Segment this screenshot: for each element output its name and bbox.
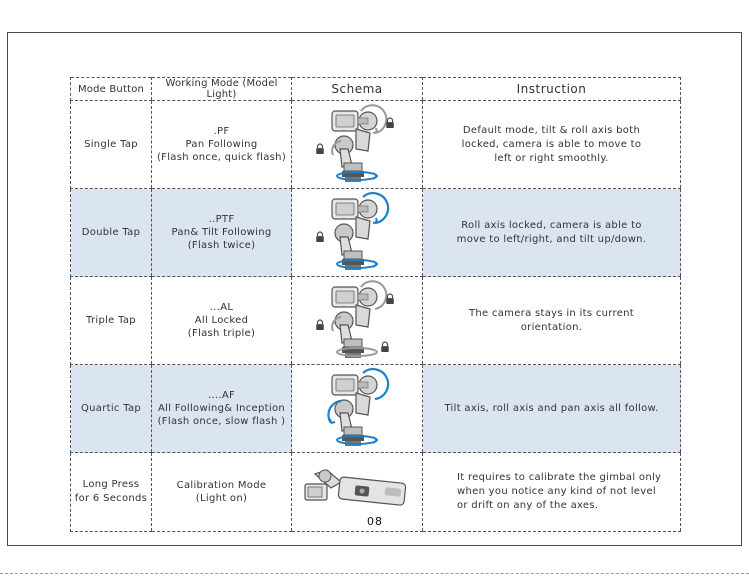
instruction-line: Roll axis locked, camera is able to <box>461 219 642 231</box>
instruction-line: move to left/right, and tilt up/down. <box>456 233 647 245</box>
mode-name: All Locked <box>194 315 249 326</box>
mode-button-cell: Quartic Tap <box>70 364 152 453</box>
mode-light: (Light on) <box>195 493 248 504</box>
working-mode-cell: .PF Pan Following (Flash once, quick fla… <box>151 100 292 189</box>
schema-cell <box>291 100 423 189</box>
mode-code: ..PTF <box>208 214 235 225</box>
gimbal-icon <box>315 103 395 183</box>
working-mode-cell: Calibration Mode (Light on) <box>151 452 292 532</box>
table-row-quartic-tap: Quartic Tap ....AF All Following& Incept… <box>70 364 681 453</box>
header-mode-button: Mode Button <box>70 77 152 101</box>
instruction-line: locked, camera is able to move to <box>461 138 642 150</box>
working-mode-cell: ..PTF Pan& Tilt Following (Flash twice) <box>151 188 292 277</box>
mode-light: (Flash once, slow flash ) <box>157 416 286 427</box>
mode-button-cell: Single Tap <box>70 100 152 189</box>
mode-name: Pan& Tilt Following <box>171 227 272 238</box>
schema-cell <box>291 188 423 277</box>
working-mode-cell: ...AL All Locked (Flash triple) <box>151 276 292 365</box>
header-working-mode: Working Mode (Model Light) <box>151 77 292 101</box>
header-instruction: Instruction <box>422 77 681 101</box>
button-line: for 6 Seconds <box>74 493 148 504</box>
page-number: 08 <box>367 515 383 528</box>
gimbal-icon <box>315 279 395 359</box>
instruction-cell: Roll axis locked, camera is able to move… <box>422 188 681 277</box>
mode-light: (Flash triple) <box>187 328 256 339</box>
gimbal-icon <box>304 469 407 506</box>
mode-button-cell: Double Tap <box>70 188 152 277</box>
mode-code: ....AF <box>207 390 236 401</box>
mode-light: (Flash twice) <box>187 240 256 251</box>
instruction-cell: Tilt axis, roll axis and pan axis all fo… <box>422 364 681 453</box>
instruction-cell: The camera stays in its current orientat… <box>422 276 681 365</box>
instruction-line: or drift on any of the axes. <box>457 500 599 511</box>
schema-cell <box>291 452 423 532</box>
schema-cell <box>291 364 423 453</box>
header-schema: Schema <box>291 77 423 101</box>
mode-name: All Following& Inception <box>157 403 286 414</box>
instruction-line: when you notice any kind of not level <box>457 486 656 497</box>
mode-code: .PF <box>213 126 230 137</box>
instruction-line: Default mode, tilt & roll axis both <box>462 124 641 136</box>
instruction-cell: Default mode, tilt & roll axis both lock… <box>422 100 681 189</box>
table-header-row: Mode Button Working Mode (Model Light) S… <box>70 77 681 101</box>
mode-table: Mode Button Working Mode (Model Light) S… <box>70 77 681 532</box>
table-row-triple-tap: Triple Tap ...AL All Locked (Flash tripl… <box>70 276 681 365</box>
button-line: Long Press <box>82 479 140 490</box>
table-row-single-tap: Single Tap .PF Pan Following (Flash once… <box>70 100 681 189</box>
table-row-double-tap: Double Tap ..PTF Pan& Tilt Following (Fl… <box>70 188 681 277</box>
mode-light: (Flash once, quick flash) <box>156 152 287 163</box>
bottom-rule <box>0 573 749 574</box>
instruction-line: left or right smoothly. <box>494 152 609 164</box>
mode-button-cell: Triple Tap <box>70 276 152 365</box>
mode-code: ...AL <box>209 302 234 313</box>
gimbal-icon <box>327 367 390 447</box>
instruction-line: Tilt axis, roll axis and pan axis all fo… <box>444 402 659 414</box>
page-frame <box>7 32 742 546</box>
mode-button-cell: Long Press for 6 Seconds <box>70 452 152 532</box>
table-row-long-press: Long Press for 6 Seconds Calibration Mod… <box>70 452 681 532</box>
mode-name: Pan Following <box>185 139 258 150</box>
mode-name: Calibration Mode <box>176 480 267 491</box>
schema-cell <box>291 276 423 365</box>
instruction-line: The camera stays in its current orientat… <box>468 307 635 333</box>
instruction-line: It requires to calibrate the gimbal only <box>457 472 662 483</box>
instruction-cell: It requires to calibrate the gimbal only… <box>422 452 681 532</box>
working-mode-cell: ....AF All Following& Inception (Flash o… <box>151 364 292 453</box>
gimbal-icon <box>315 191 390 271</box>
